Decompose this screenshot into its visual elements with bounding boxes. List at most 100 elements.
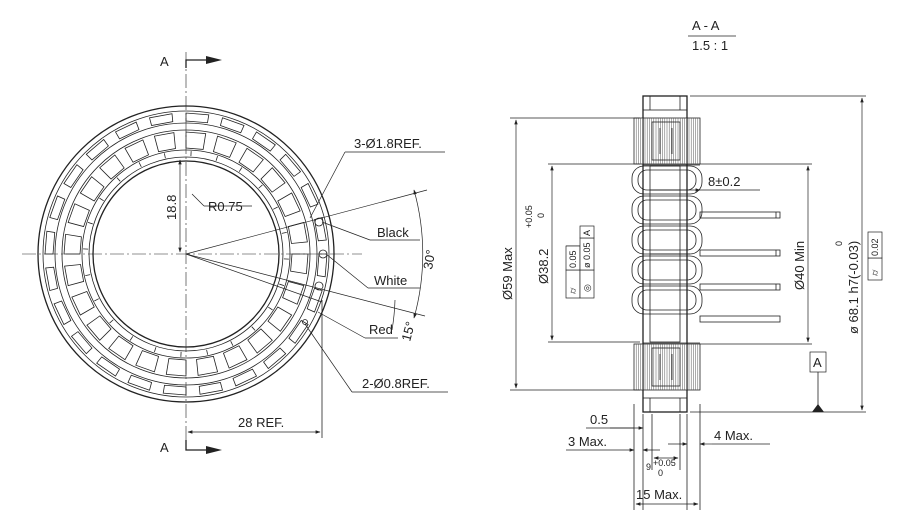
wire-lead-1	[699, 211, 781, 219]
bore-tol-lower: 0	[536, 213, 546, 218]
tooth-tick	[251, 326, 256, 331]
datum-a: A	[809, 351, 827, 412]
outer-slot	[45, 266, 58, 291]
coil-slots	[44, 112, 328, 396]
fcf-flatness-bore: ⌭ 0.05	[565, 245, 581, 299]
wire-lead-4	[699, 315, 781, 323]
outer-slot	[70, 331, 93, 355]
section-marker-bottom	[185, 440, 206, 451]
wire-leads	[699, 211, 781, 323]
section-letter-bottom: A	[160, 440, 169, 455]
bore-dim: Ø38.2	[536, 249, 551, 284]
outer-tol-upper: 0	[834, 241, 844, 246]
tooth-tick	[163, 153, 166, 159]
coil-slot	[165, 358, 187, 377]
coil-slot	[212, 135, 237, 158]
outer-slot	[114, 121, 140, 140]
outer-slot	[162, 384, 187, 396]
outer-slot	[263, 347, 287, 370]
outer-slot	[127, 374, 153, 391]
outer-slot	[232, 368, 258, 387]
section-scale: 1.5 : 1	[692, 38, 728, 53]
tooth-tick	[116, 177, 121, 182]
outer-slot	[279, 153, 302, 177]
tooth-tick	[85, 274, 91, 277]
core-tol-upper: +0.05	[653, 458, 676, 468]
section-letter-top: A	[160, 54, 169, 69]
coil-slot	[247, 328, 273, 354]
coil-slot	[287, 221, 308, 244]
coil-slot	[99, 154, 125, 180]
coil-slot	[282, 280, 305, 305]
outer-slot	[219, 117, 245, 134]
outer-slot	[85, 138, 109, 161]
tooth-tick	[230, 341, 234, 346]
outer-slot	[251, 131, 276, 152]
coil-slot	[64, 264, 85, 287]
bore-edge-circle	[88, 156, 284, 352]
outer-slot	[300, 182, 319, 208]
left-max-dim: 3 Max.	[568, 434, 607, 449]
outer-slot	[288, 319, 309, 344]
coil-slot	[238, 147, 264, 173]
svg-text:0.02: 0.02	[870, 238, 880, 256]
tooth-tick	[94, 298, 99, 302]
outer-ring	[37, 105, 335, 403]
svg-text:A: A	[813, 355, 822, 370]
winding-hatch-top	[633, 117, 701, 165]
outer-slot	[96, 356, 121, 377]
height-dim-label: 18.8	[164, 195, 179, 220]
holes-small-label: 2-Ø0.8REF.	[362, 376, 430, 391]
tooth-tick	[206, 349, 209, 355]
coil-slot	[267, 306, 293, 332]
terminal-hole-red	[314, 281, 324, 291]
tooth-tick	[154, 347, 157, 353]
wire-lead-2	[699, 249, 781, 257]
tooth-tick	[258, 184, 263, 189]
tooth-tick	[138, 162, 142, 167]
coil-slot	[290, 253, 309, 275]
winding-hatch-bottom	[633, 343, 701, 391]
coil-outer-circle	[54, 122, 318, 386]
coil-slot	[277, 192, 301, 218]
svg-text:0.05: 0.05	[568, 250, 578, 268]
coil-slot	[71, 290, 95, 316]
svg-text:⌭: ⌭	[870, 269, 880, 276]
section-view: A - A 1.5 : 1	[500, 18, 883, 510]
outer-max-dim: Ø59 Max	[500, 247, 515, 300]
terminal-hole-black	[314, 217, 324, 227]
svg-text:ø 0.05: ø 0.05	[582, 242, 592, 268]
coil-slot	[135, 350, 160, 373]
width-ref-label: 28 REF.	[238, 415, 284, 430]
angle-15-label: 15°	[398, 320, 418, 343]
outer-slot	[185, 112, 210, 124]
outer-slot	[53, 300, 72, 326]
tooth-tick	[268, 306, 273, 311]
tooth-tick	[87, 222, 93, 225]
outer-slot	[316, 253, 328, 278]
svg-text:◎: ◎	[582, 284, 592, 292]
tooth-tick	[99, 197, 104, 202]
coil-slot	[108, 335, 134, 361]
tooth-tick	[281, 231, 287, 234]
coil-slot	[124, 139, 150, 163]
tooth-tick	[129, 336, 134, 341]
outer-slot	[149, 113, 174, 126]
svg-text:A: A	[582, 230, 592, 236]
coil-slot	[79, 176, 105, 202]
outer-slot	[306, 287, 323, 313]
holes-ref-label: 3-Ø1.8REF.	[354, 136, 422, 151]
tooth-tick	[279, 283, 285, 286]
tooth-tick	[109, 319, 114, 324]
section-title: A - A	[692, 18, 720, 33]
coil-end-turns	[631, 165, 703, 343]
bore-circle	[92, 160, 280, 348]
coil-slot	[86, 315, 112, 341]
coil-slot	[153, 132, 176, 153]
wire-label-white: White	[374, 273, 407, 288]
wire-lead-3	[699, 283, 781, 291]
total-max-dim: 15 Max.	[636, 487, 682, 502]
coil-slot	[222, 345, 248, 369]
radius-label: R0.75	[208, 199, 243, 214]
